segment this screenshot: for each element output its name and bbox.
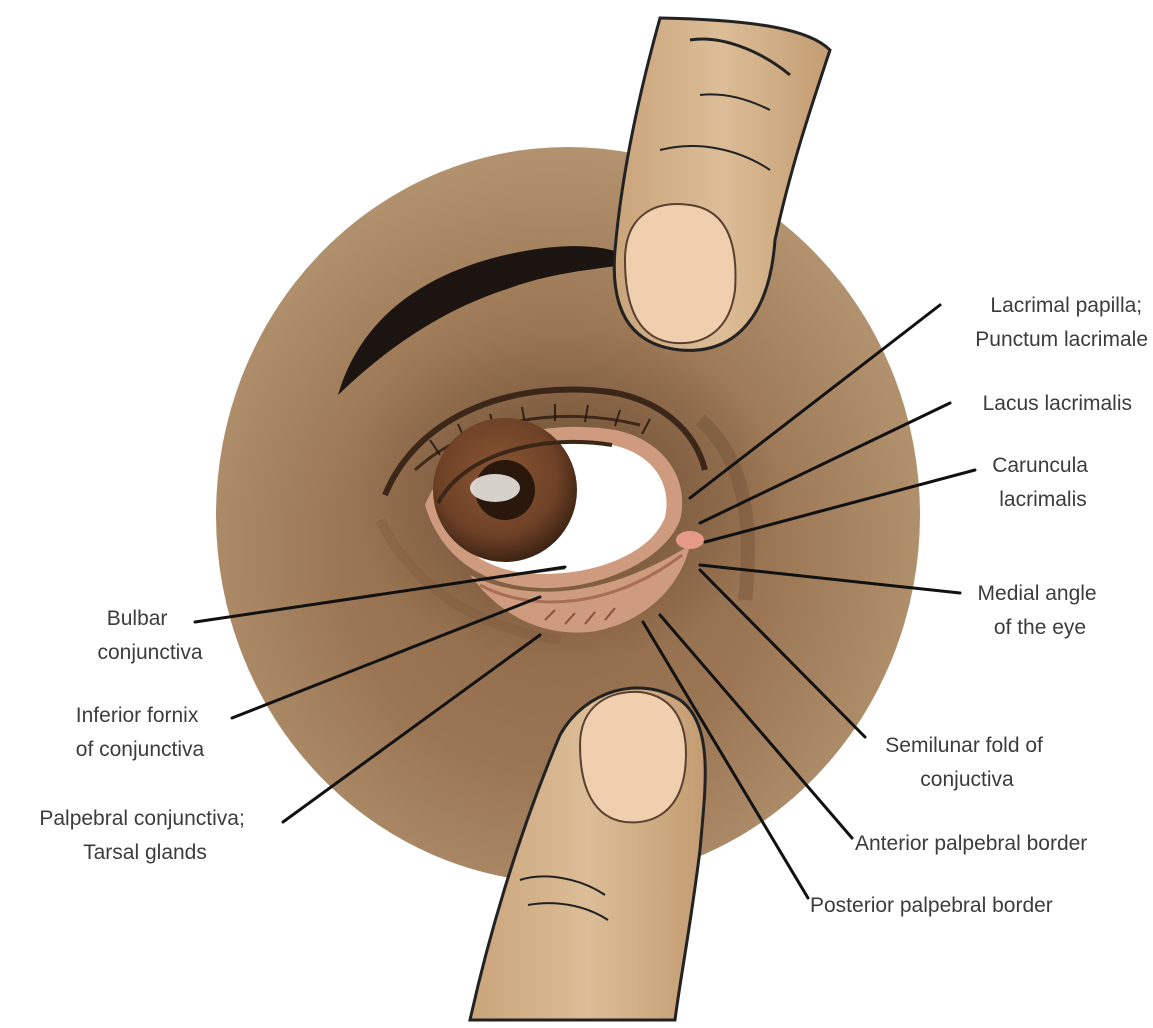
- label-lacrimal-papilla: Lacrimal papilla; Punctum lacrimale: [975, 294, 1148, 351]
- label-bulbar: Bulbar conjunctiva: [97, 607, 202, 664]
- label-palpebral-conj: Palpebral conjunctiva; Tarsal glands: [39, 807, 250, 864]
- label-medial-angle: Medial angle of the eye: [978, 582, 1103, 639]
- label-caruncula: Caruncula lacrimalis: [992, 454, 1094, 511]
- label-inferior-fornix: Inferior fornix of conjunctiva: [76, 704, 205, 761]
- label-semilunar-fold: Semilunar fold of conjuctiva: [885, 734, 1048, 791]
- caruncle: [676, 531, 704, 549]
- label-posterior-border: Posterior palpebral border: [810, 894, 1053, 917]
- label-lacus-lacrimalis: Lacus lacrimalis: [983, 392, 1132, 415]
- eye-highlight: [470, 474, 520, 502]
- label-anterior-border: Anterior palpebral border: [855, 832, 1087, 855]
